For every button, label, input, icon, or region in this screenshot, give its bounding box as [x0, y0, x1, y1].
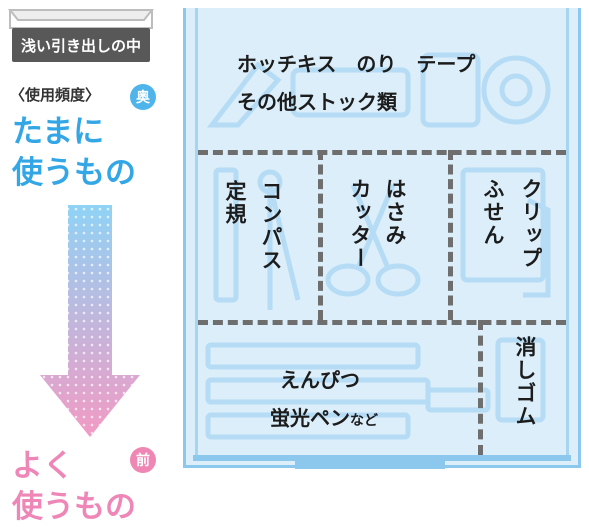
gradient-arrow-icon [40, 205, 140, 437]
rarely-used-line1: たまに [12, 114, 105, 150]
compass-label: コンパス [259, 180, 283, 272]
divider-vertical-3 [478, 320, 483, 455]
highlighter-label: 蛍光ペンなど [270, 402, 378, 431]
drawer-tab-outline-icon [7, 9, 155, 29]
drawer-handle [295, 461, 445, 469]
drawer-inner-edge-right [566, 8, 569, 458]
cutter-label: カッター [348, 178, 372, 270]
drawer-inner-edge-left [195, 8, 198, 458]
rarely-used-text: たまに 使うもの [12, 112, 152, 194]
eraser-label: 消しゴム [513, 336, 537, 428]
drawer-front-edge [193, 455, 571, 461]
divider-vertical-2 [448, 150, 453, 320]
frequently-used-line1: よく [12, 448, 74, 484]
rarely-used-line2: 使うもの [12, 155, 136, 191]
drawer [183, 8, 581, 468]
divider-top [198, 150, 566, 155]
top-section-label-2: その他ストック類 [237, 90, 397, 114]
frequency-label: 〈使用頻度〉 [10, 86, 101, 104]
pencil-label: えんぴつ [280, 368, 360, 392]
back-badge: 奥 [130, 84, 156, 110]
item-silhouettes-icon [205, 52, 551, 440]
highlighter-suffix: など [350, 413, 378, 429]
drawer-label: 浅い引き出しの中 [12, 28, 150, 62]
highlighter-text: 蛍光ペン [270, 406, 350, 430]
divider-middle [198, 320, 566, 325]
clip-label: クリップ [519, 178, 543, 270]
front-badge: 前 [130, 447, 156, 473]
sticky-notes-label: ふせん [481, 178, 505, 247]
divider-vertical-1 [318, 150, 323, 320]
ruler-label: 定規 [223, 180, 247, 226]
scissors-label: はさみ [383, 178, 407, 247]
frequently-used-line2: 使うもの [12, 489, 136, 525]
top-section-label-1: ホッチキス のり テープ [237, 52, 476, 76]
frequently-used-text: よく 使うもの [12, 446, 152, 528]
